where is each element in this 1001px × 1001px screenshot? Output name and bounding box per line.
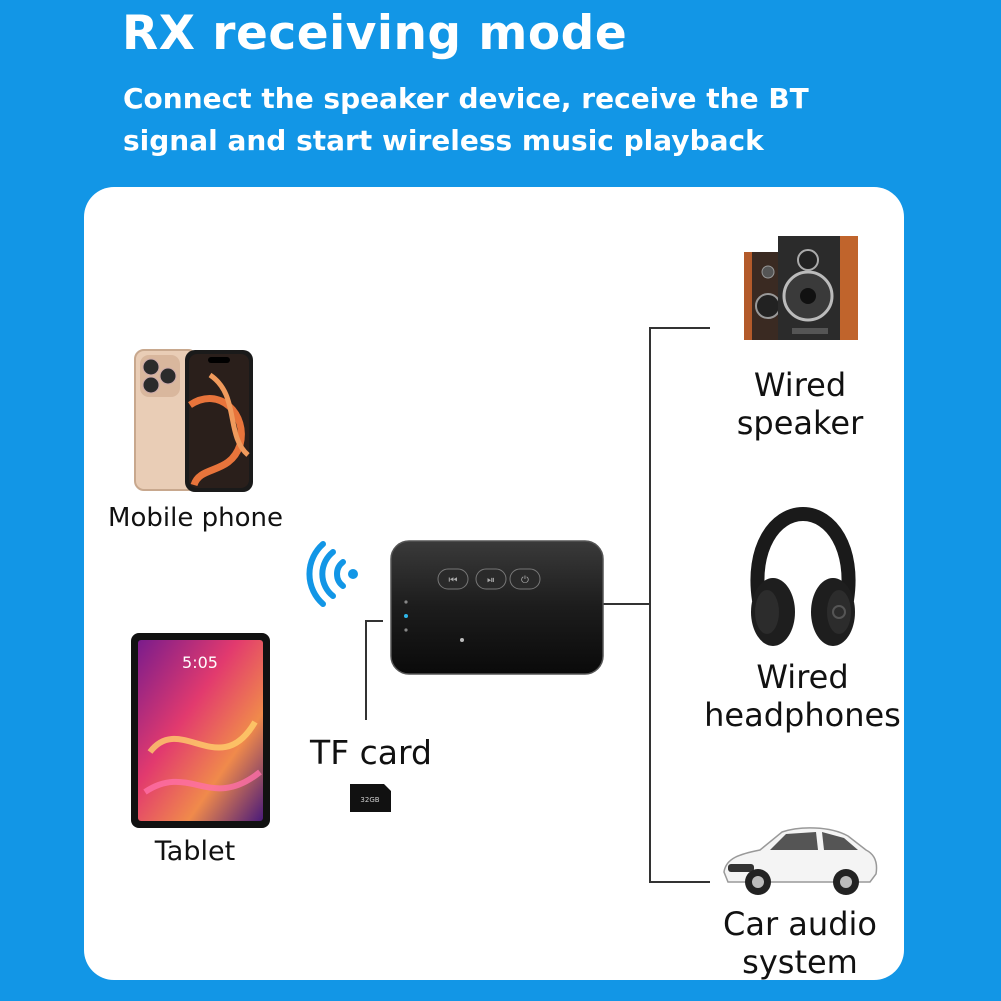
connector-to-speaker (649, 327, 710, 329)
tablet-clock: 5:05 (182, 653, 218, 672)
connector-to-car (649, 881, 710, 883)
tf-card-image: 32GB (350, 784, 391, 812)
car-audio-system-image (723, 827, 878, 895)
wired-headphones-label-line1: Wired (756, 658, 849, 696)
wired-speaker-label-line1: Wired (753, 366, 847, 404)
previous-track-icon[interactable]: ⏮ (449, 575, 458, 586)
wired-headphones-label-line2: headphones (704, 696, 901, 734)
mobile-phone-image (134, 349, 253, 492)
connector-tf-vertical (365, 620, 367, 720)
mode-icon[interactable]: ⏻ (521, 575, 529, 586)
bluetooth-signal-icon (306, 541, 358, 607)
bluetooth-receiver-device: ⏮ ⏯ ⏻ (390, 540, 604, 675)
connector-tf-horizontal (365, 620, 383, 622)
connector-vertical-outputs (649, 327, 651, 883)
tablet-label: Tablet (154, 836, 236, 867)
page-title: RX receiving mode (122, 6, 628, 61)
mobile-phone-label: Mobile phone (108, 503, 283, 533)
connector-device-to-outputs (603, 603, 649, 605)
page-subtitle: Connect the speaker device, receive the … (123, 82, 809, 157)
tf-card-label: TF card (310, 733, 432, 772)
play-pause-icon[interactable]: ⏯ (487, 575, 495, 586)
wired-headphones-image (750, 506, 856, 646)
wired-speaker-label: Wired speaker (715, 366, 885, 442)
car-audio-system-label-line2: system (742, 943, 858, 981)
tf-card-capacity: 32GB (360, 796, 379, 804)
wired-headphones-label: Wired headphones (695, 658, 910, 734)
wired-speaker-image (744, 236, 858, 340)
car-audio-system-label: Car audio system (710, 905, 890, 981)
tablet-image: 5:05 (131, 633, 270, 828)
car-audio-system-label-line1: Car audio (723, 905, 877, 943)
wired-speaker-label-line2: speaker (736, 404, 864, 442)
